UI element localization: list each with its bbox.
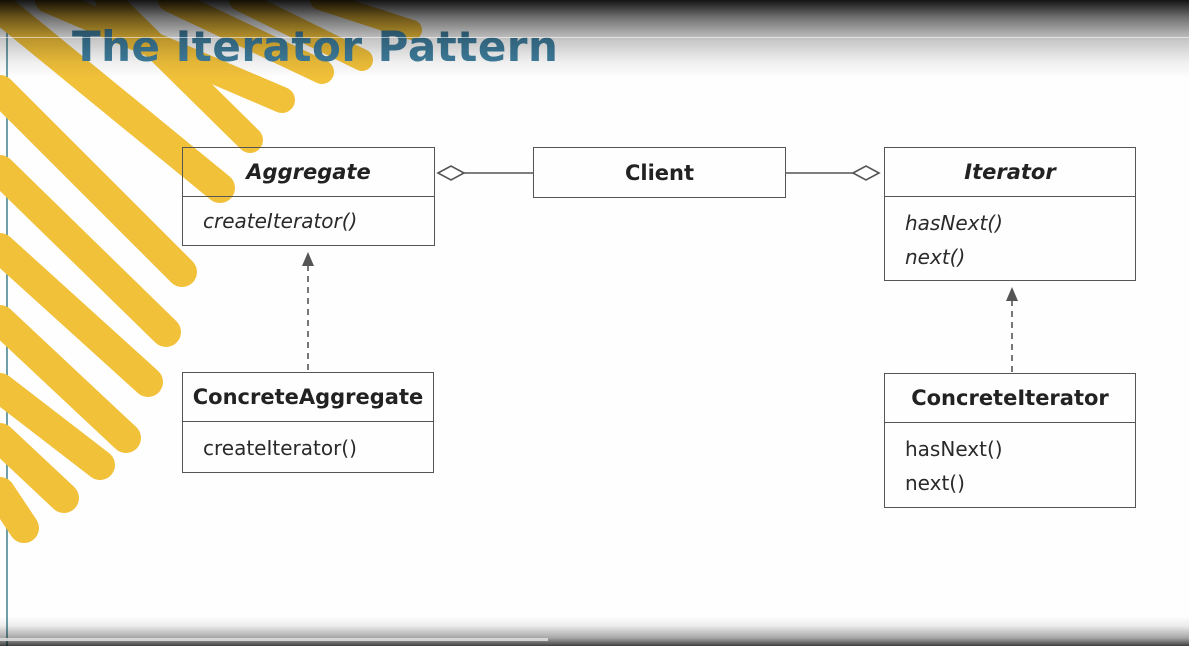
operation-createiterator: createIterator()	[203, 436, 357, 460]
operation-createiterator: createIterator()	[203, 209, 358, 233]
aggregation-diamond-iterator	[851, 165, 881, 181]
operation-next: next()	[905, 471, 965, 495]
class-box-aggregate: Aggregate createIterator()	[182, 147, 435, 246]
class-name-aggregate: Aggregate	[183, 148, 434, 197]
operation-next: next()	[905, 245, 966, 269]
stripe-13	[0, 477, 39, 543]
realization-arrowhead-aggregate	[302, 252, 314, 266]
class-box-client: Client	[533, 147, 786, 198]
stripe-12	[0, 423, 79, 513]
class-ops-concrete-aggregate: createIterator()	[183, 422, 433, 465]
video-progress-bar[interactable]	[0, 638, 548, 641]
class-name-client: Client	[624, 160, 695, 185]
class-box-concrete-aggregate: ConcreteAggregate createIterator()	[182, 372, 434, 473]
class-name-concrete-iterator: ConcreteIterator	[885, 374, 1135, 423]
class-box-concrete-iterator: ConcreteIterator hasNext() next()	[884, 373, 1136, 508]
class-ops-aggregate: createIterator()	[183, 197, 434, 238]
aggregation-diamond-aggregate	[436, 165, 466, 181]
stripe-11	[0, 373, 115, 480]
realization-arrowhead-iterator	[1006, 287, 1018, 301]
stripe-8	[0, 155, 181, 347]
operation-hasnext: hasNext()	[905, 437, 1003, 461]
operation-hasnext: hasNext()	[905, 211, 1003, 235]
class-ops-iterator: hasNext() next()	[885, 197, 1135, 274]
class-name-concrete-aggregate: ConcreteAggregate	[183, 373, 433, 422]
stripe-10	[0, 305, 141, 453]
stripe-9	[0, 233, 163, 397]
top-overlay-line	[0, 37, 1189, 38]
class-box-iterator: Iterator hasNext() next()	[884, 147, 1136, 281]
class-name-iterator: Iterator	[885, 148, 1135, 197]
class-ops-concrete-iterator: hasNext() next()	[885, 423, 1135, 500]
stripe-7	[0, 75, 197, 287]
